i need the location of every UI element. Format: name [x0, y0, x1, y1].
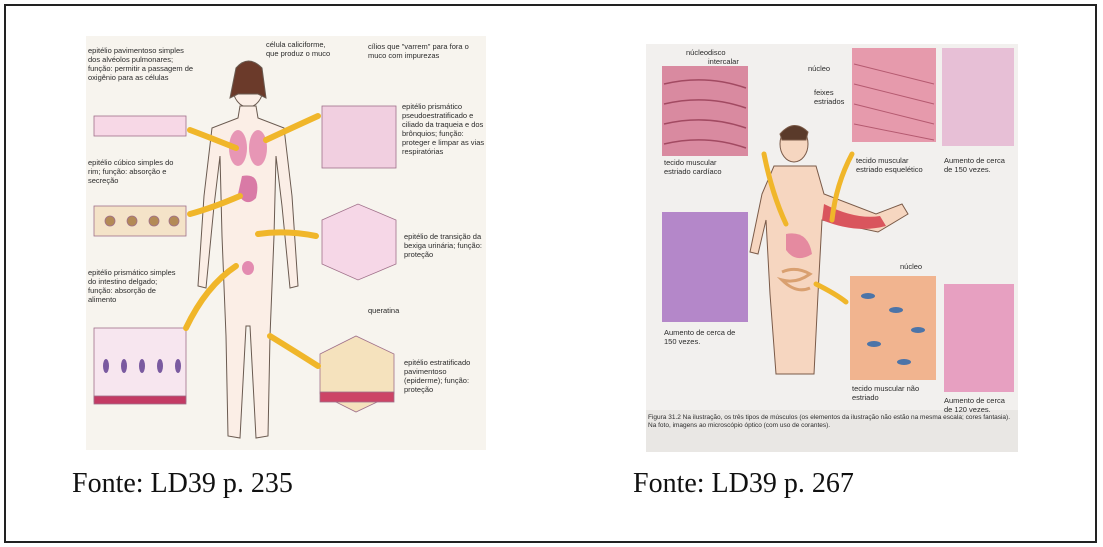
- label-aumento-liso: Aumento de cerca de 120 vezes.: [944, 396, 1014, 414]
- caption-right: Fonte: LD39 p. 267: [633, 468, 854, 500]
- label-aumento-esqueletico: Aumento de cerca de 150 vezes.: [944, 156, 1014, 174]
- label-queratina: queratina: [368, 306, 428, 315]
- label-alveolos: epitélio pavimentoso simples dos alvéolo…: [88, 46, 198, 82]
- label-esqueletico: tecido muscular estriado esquelético: [856, 156, 936, 174]
- label-feixes: feixes estriados: [814, 88, 850, 106]
- label-liso: tecido muscular não estriado: [852, 384, 932, 402]
- label-nucleo-cardiaco: núcleo: [686, 48, 708, 57]
- document-frame: epitélio pavimentoso simples dos alvéolo…: [4, 4, 1097, 543]
- caption-left: Fonte: LD39 p. 235: [72, 468, 293, 500]
- label-cubico: epitélio cúbico simples do rim; função: …: [88, 158, 188, 185]
- label-caliciforme: célula caliciforme, que produz o muco: [266, 40, 336, 58]
- label-nucleo-esqueletico: núcleo: [808, 64, 830, 73]
- epithelium-figure: epitélio pavimentoso simples dos alvéolo…: [86, 36, 486, 450]
- label-nucleo-liso: núcleo: [900, 262, 922, 271]
- label-cardiaco: tecido muscular estriado cardíaco: [664, 158, 734, 176]
- figure-legend: Figura 31.2 Na ilustração, os três tipos…: [648, 414, 1016, 430]
- label-intestino: epitélio prismático simples do intestino…: [88, 268, 178, 304]
- label-estratificado: epitélio estratificado pavimentoso (epid…: [404, 358, 484, 394]
- label-transicao: epitélio de transição da bexiga urinária…: [404, 232, 484, 259]
- label-prismatico-pseudo: epitélio prismático pseudoestratificado …: [402, 102, 486, 156]
- label-disco-intercalar: disco intercalar: [708, 48, 758, 66]
- label-cilios: cílios que "varrem" para fora o muco com…: [368, 42, 478, 60]
- label-aumento-cardiaco: Aumento de cerca de 150 vezes.: [664, 328, 744, 346]
- muscle-figure: núcleo disco intercalar núcleo feixes es…: [646, 44, 1018, 452]
